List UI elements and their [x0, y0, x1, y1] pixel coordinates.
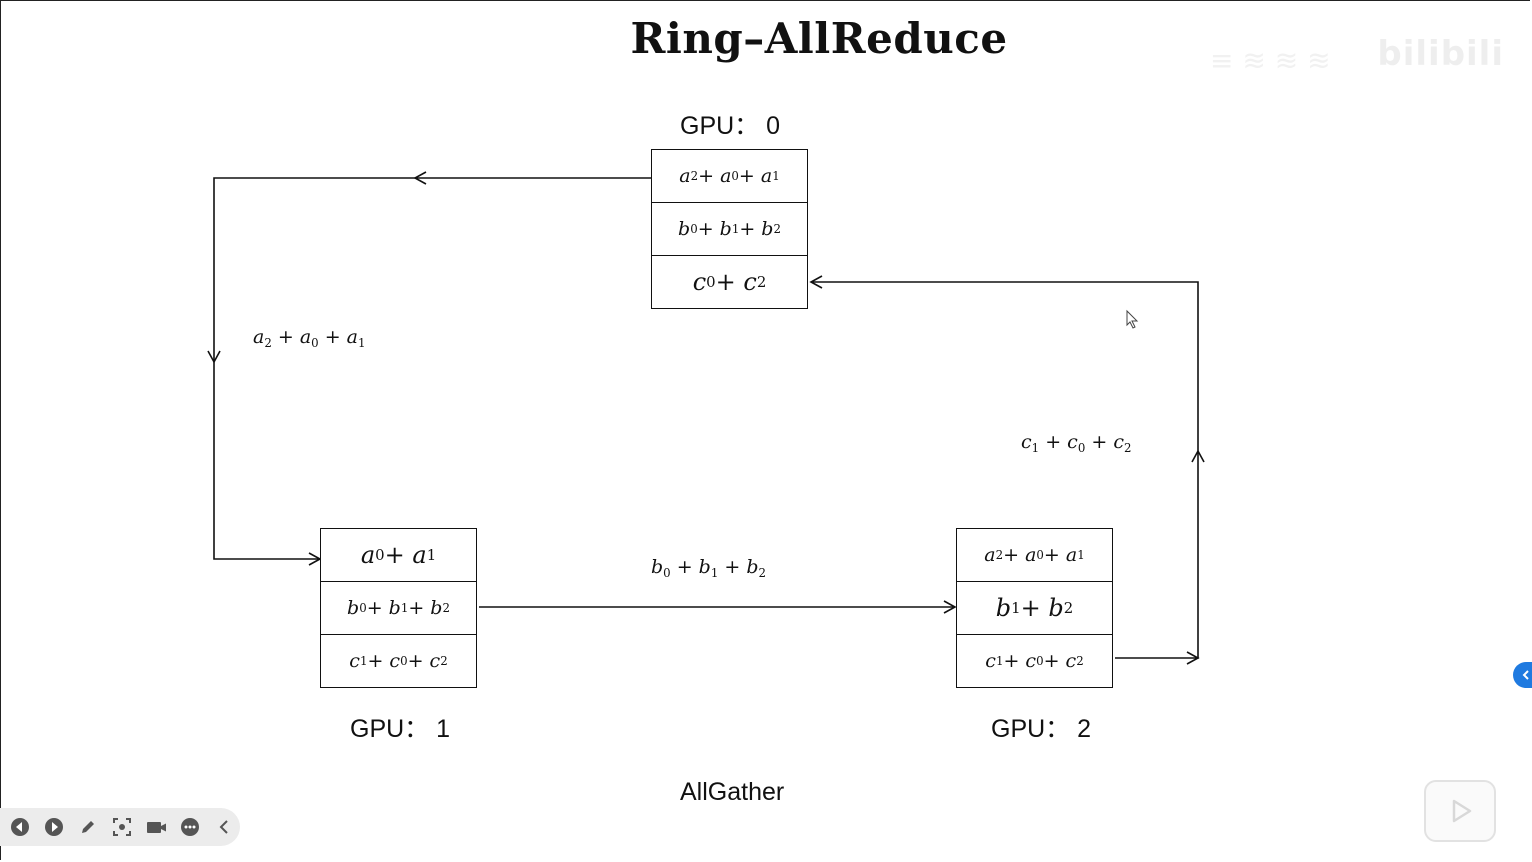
arrowhead-into-gpu0 [809, 275, 823, 289]
arrowhead-into-gpu2 [943, 600, 957, 614]
page-title: Ring–AllReduce [630, 14, 1008, 63]
edge-label-gpu0-to-gpu1: a2 + a0 + a1 [253, 326, 366, 351]
chevron-left-icon [1522, 670, 1529, 680]
edge-label-gpu1-to-gpu2: b0 + b1 + b2 [651, 556, 767, 581]
gpu-1-label: GPU： 1 [350, 715, 451, 743]
more-icon[interactable] [180, 817, 200, 837]
pen-icon[interactable] [78, 817, 98, 837]
watermark-text: ≡ ≋ ≋ ≋ [1210, 44, 1331, 77]
edge-gpu0-to-gpu1 [213, 177, 651, 560]
screenshot-icon[interactable] [112, 817, 132, 837]
phase-caption: AllGather [680, 778, 785, 806]
bilibili-watermark: bilibili [1377, 34, 1504, 74]
edge-gpu2-to-gpu0 [811, 281, 1199, 659]
mouse-cursor-icon [1126, 309, 1139, 329]
side-panel-toggle[interactable] [1513, 662, 1532, 688]
arrowhead-left-down [207, 350, 221, 364]
play-icon[interactable] [44, 817, 64, 837]
player-toolbar [0, 808, 240, 846]
prev-icon[interactable] [10, 817, 30, 837]
camera-icon[interactable] [146, 817, 166, 837]
video-play-button[interactable] [1424, 780, 1496, 842]
collapse-icon[interactable] [214, 817, 234, 837]
gpu-0-label: GPU： 0 [680, 112, 781, 140]
gpu-2-label: GPU： 2 [991, 715, 1092, 743]
arrowhead-left-top [413, 171, 427, 185]
arrowhead-right-up [1191, 449, 1205, 463]
edge-label-gpu2-to-gpu0: c1 + c0 + c2 [1021, 431, 1132, 456]
play-triangle-icon [1452, 799, 1472, 823]
arrowhead-right-out [1186, 651, 1200, 665]
